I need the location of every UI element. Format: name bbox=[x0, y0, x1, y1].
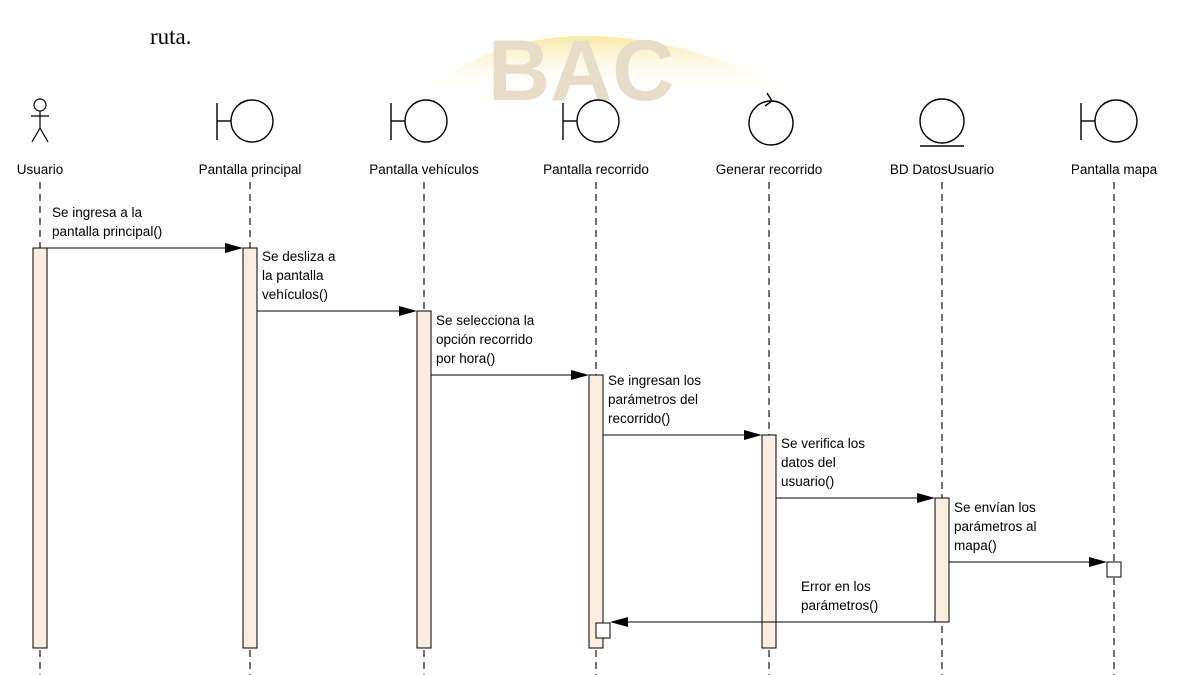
activation-box bbox=[595, 622, 611, 639]
lifeline-label: Pantalla vehículos bbox=[369, 162, 479, 177]
message: Se envían los parámetros al mapa() bbox=[949, 500, 1107, 567]
boundary-icon bbox=[1080, 99, 1138, 143]
arrowhead-icon bbox=[744, 430, 762, 440]
message: Se selecciona la opción recorrido por hora… bbox=[431, 313, 589, 380]
entity-icon bbox=[919, 98, 965, 147]
message-label: vehículos() bbox=[262, 287, 328, 302]
intro-text: ruta. bbox=[150, 24, 192, 49]
lifeline-pantalla-mapa: Pantalla mapa bbox=[1071, 99, 1158, 675]
boundary-icon bbox=[562, 99, 620, 143]
message-label: parámetros() bbox=[801, 598, 878, 613]
message-label: mapa() bbox=[954, 538, 997, 553]
arrowhead-icon bbox=[571, 370, 589, 380]
arrowhead-icon bbox=[399, 306, 417, 316]
message-label: Se ingresa a la bbox=[52, 205, 143, 220]
message-label: Se verifica los bbox=[781, 436, 865, 451]
message-label: parámetros al bbox=[954, 519, 1037, 534]
activation-bar bbox=[761, 434, 777, 649]
activation-box bbox=[1106, 561, 1122, 578]
lifeline-label: Pantalla recorrido bbox=[543, 162, 649, 177]
message-label: la pantalla bbox=[262, 268, 324, 283]
actor-icon bbox=[31, 98, 49, 143]
message-label: Error en los bbox=[801, 579, 871, 594]
lifeline-label: Pantalla mapa bbox=[1071, 162, 1158, 177]
message-label: opción recorrido bbox=[436, 332, 533, 347]
control-icon bbox=[748, 92, 794, 146]
message-label: usuario() bbox=[781, 474, 834, 489]
message-label: por hora() bbox=[436, 351, 495, 366]
arrowhead-icon bbox=[225, 243, 243, 253]
watermark-text: BAC bbox=[488, 23, 674, 119]
message-label: Se envían los bbox=[954, 500, 1036, 515]
activation-bar bbox=[588, 374, 604, 649]
message-label: pantalla principal() bbox=[52, 224, 162, 239]
activation-bar bbox=[32, 247, 48, 649]
activation-bar bbox=[416, 310, 432, 649]
lifeline-label: BD DatosUsuario bbox=[890, 162, 994, 177]
activation-bar bbox=[934, 497, 950, 623]
arrowhead-icon bbox=[1089, 557, 1107, 567]
lifeline-label: Pantalla principal bbox=[199, 162, 302, 177]
boundary-icon bbox=[390, 99, 448, 143]
lifeline-label: Generar recorrido bbox=[716, 162, 823, 177]
activation-bar bbox=[242, 247, 258, 649]
boundary-icon bbox=[216, 99, 274, 143]
watermark: BAC bbox=[425, 23, 800, 119]
message: Se desliza a la pantalla vehículos() bbox=[257, 249, 417, 316]
message: Se ingresa a la pantalla principal() bbox=[47, 205, 243, 253]
watermark-arc bbox=[425, 36, 800, 92]
message-label: datos del bbox=[781, 455, 836, 470]
message-label: Se desliza a bbox=[262, 249, 336, 264]
lifeline-label: Usuario bbox=[17, 162, 64, 177]
message-label: Se selecciona la bbox=[436, 313, 535, 328]
message: Se verifica los datos del usuario() bbox=[776, 436, 935, 503]
message: Se ingresan los parámetros del recorrido() bbox=[603, 373, 762, 440]
message-label: parámetros del bbox=[608, 392, 698, 407]
message-label: Se ingresan los bbox=[608, 373, 701, 388]
arrowhead-icon bbox=[610, 617, 628, 627]
message: Error en los parámetros() bbox=[610, 579, 935, 627]
message-label: recorrido() bbox=[608, 411, 670, 426]
arrowhead-icon bbox=[917, 493, 935, 503]
